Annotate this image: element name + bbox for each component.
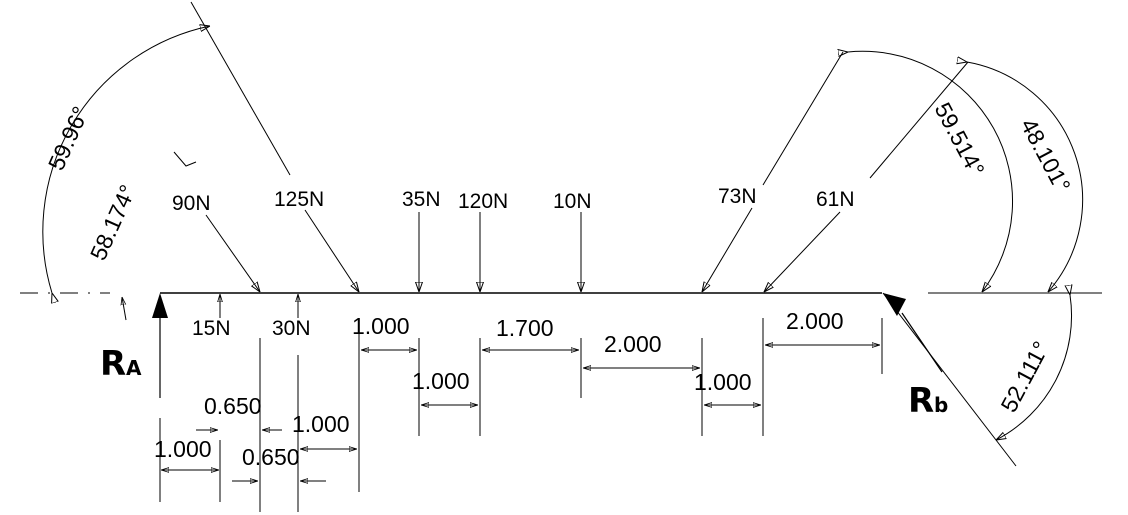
- reaction-b-arrow: [901, 312, 943, 373]
- force-35n-label: 35N: [402, 188, 441, 211]
- force-125n-label: 125N: [274, 188, 324, 211]
- reaction-a-arrowhead: [152, 293, 168, 318]
- force-30n-label: 30N: [272, 317, 311, 340]
- reaction-b-subscript: b: [934, 393, 948, 417]
- reaction-b-label: R: [908, 381, 934, 421]
- force-61n-arrow: [764, 211, 841, 292]
- angle-marker-small: [173, 151, 197, 167]
- reaction-a-label: R: [100, 344, 126, 384]
- dim-label: 2.000: [604, 331, 662, 357]
- dim-label: 0.650: [204, 393, 262, 419]
- dim-label: 1.700: [496, 315, 554, 341]
- force-10n-label: 10N: [553, 190, 592, 213]
- angle-59-96-label: 59.96°: [43, 102, 94, 174]
- angle-arc-48-101: [967, 62, 1084, 292]
- dim-label: 1.000: [292, 411, 350, 437]
- angle-59-514-label: 59.514°: [930, 98, 990, 180]
- force-73n-line: [762, 51, 844, 186]
- dim-label: 0.650: [242, 444, 300, 470]
- angle-48-101-label: 48.101°: [1016, 114, 1076, 196]
- angle-arc-59-96: [42, 26, 210, 293]
- dim-label: 1.000: [412, 368, 470, 394]
- reaction-b-arrowhead: [883, 293, 906, 316]
- force-125n-arrow: [304, 209, 359, 292]
- angle-58-174-label: 58.174°: [85, 181, 141, 264]
- dim-label: 2.000: [786, 308, 844, 334]
- left-small-arrow: [122, 297, 127, 321]
- force-90n-arrow: [205, 214, 260, 292]
- force-61n-label: 61N: [816, 188, 855, 211]
- force-90n-label: 90N: [172, 192, 211, 215]
- force-15n-label: 15N: [192, 317, 231, 340]
- force-125n-line: [190, 1, 291, 176]
- reaction-a-subscript: A: [126, 356, 142, 380]
- dim-label: 1.000: [154, 436, 212, 462]
- reaction-b-extension: [882, 292, 1017, 467]
- angle-52-111-label: 52.111°: [995, 337, 1054, 416]
- force-73n-label: 73N: [718, 185, 757, 208]
- angle-arc-59-514: [848, 51, 1014, 292]
- dim-label: 1.000: [694, 369, 752, 395]
- force-120n-label: 120N: [458, 190, 508, 213]
- force-73n-arrow: [702, 207, 753, 292]
- angle-arc-52-111: [996, 295, 1072, 440]
- dim-label: 1.000: [352, 313, 410, 339]
